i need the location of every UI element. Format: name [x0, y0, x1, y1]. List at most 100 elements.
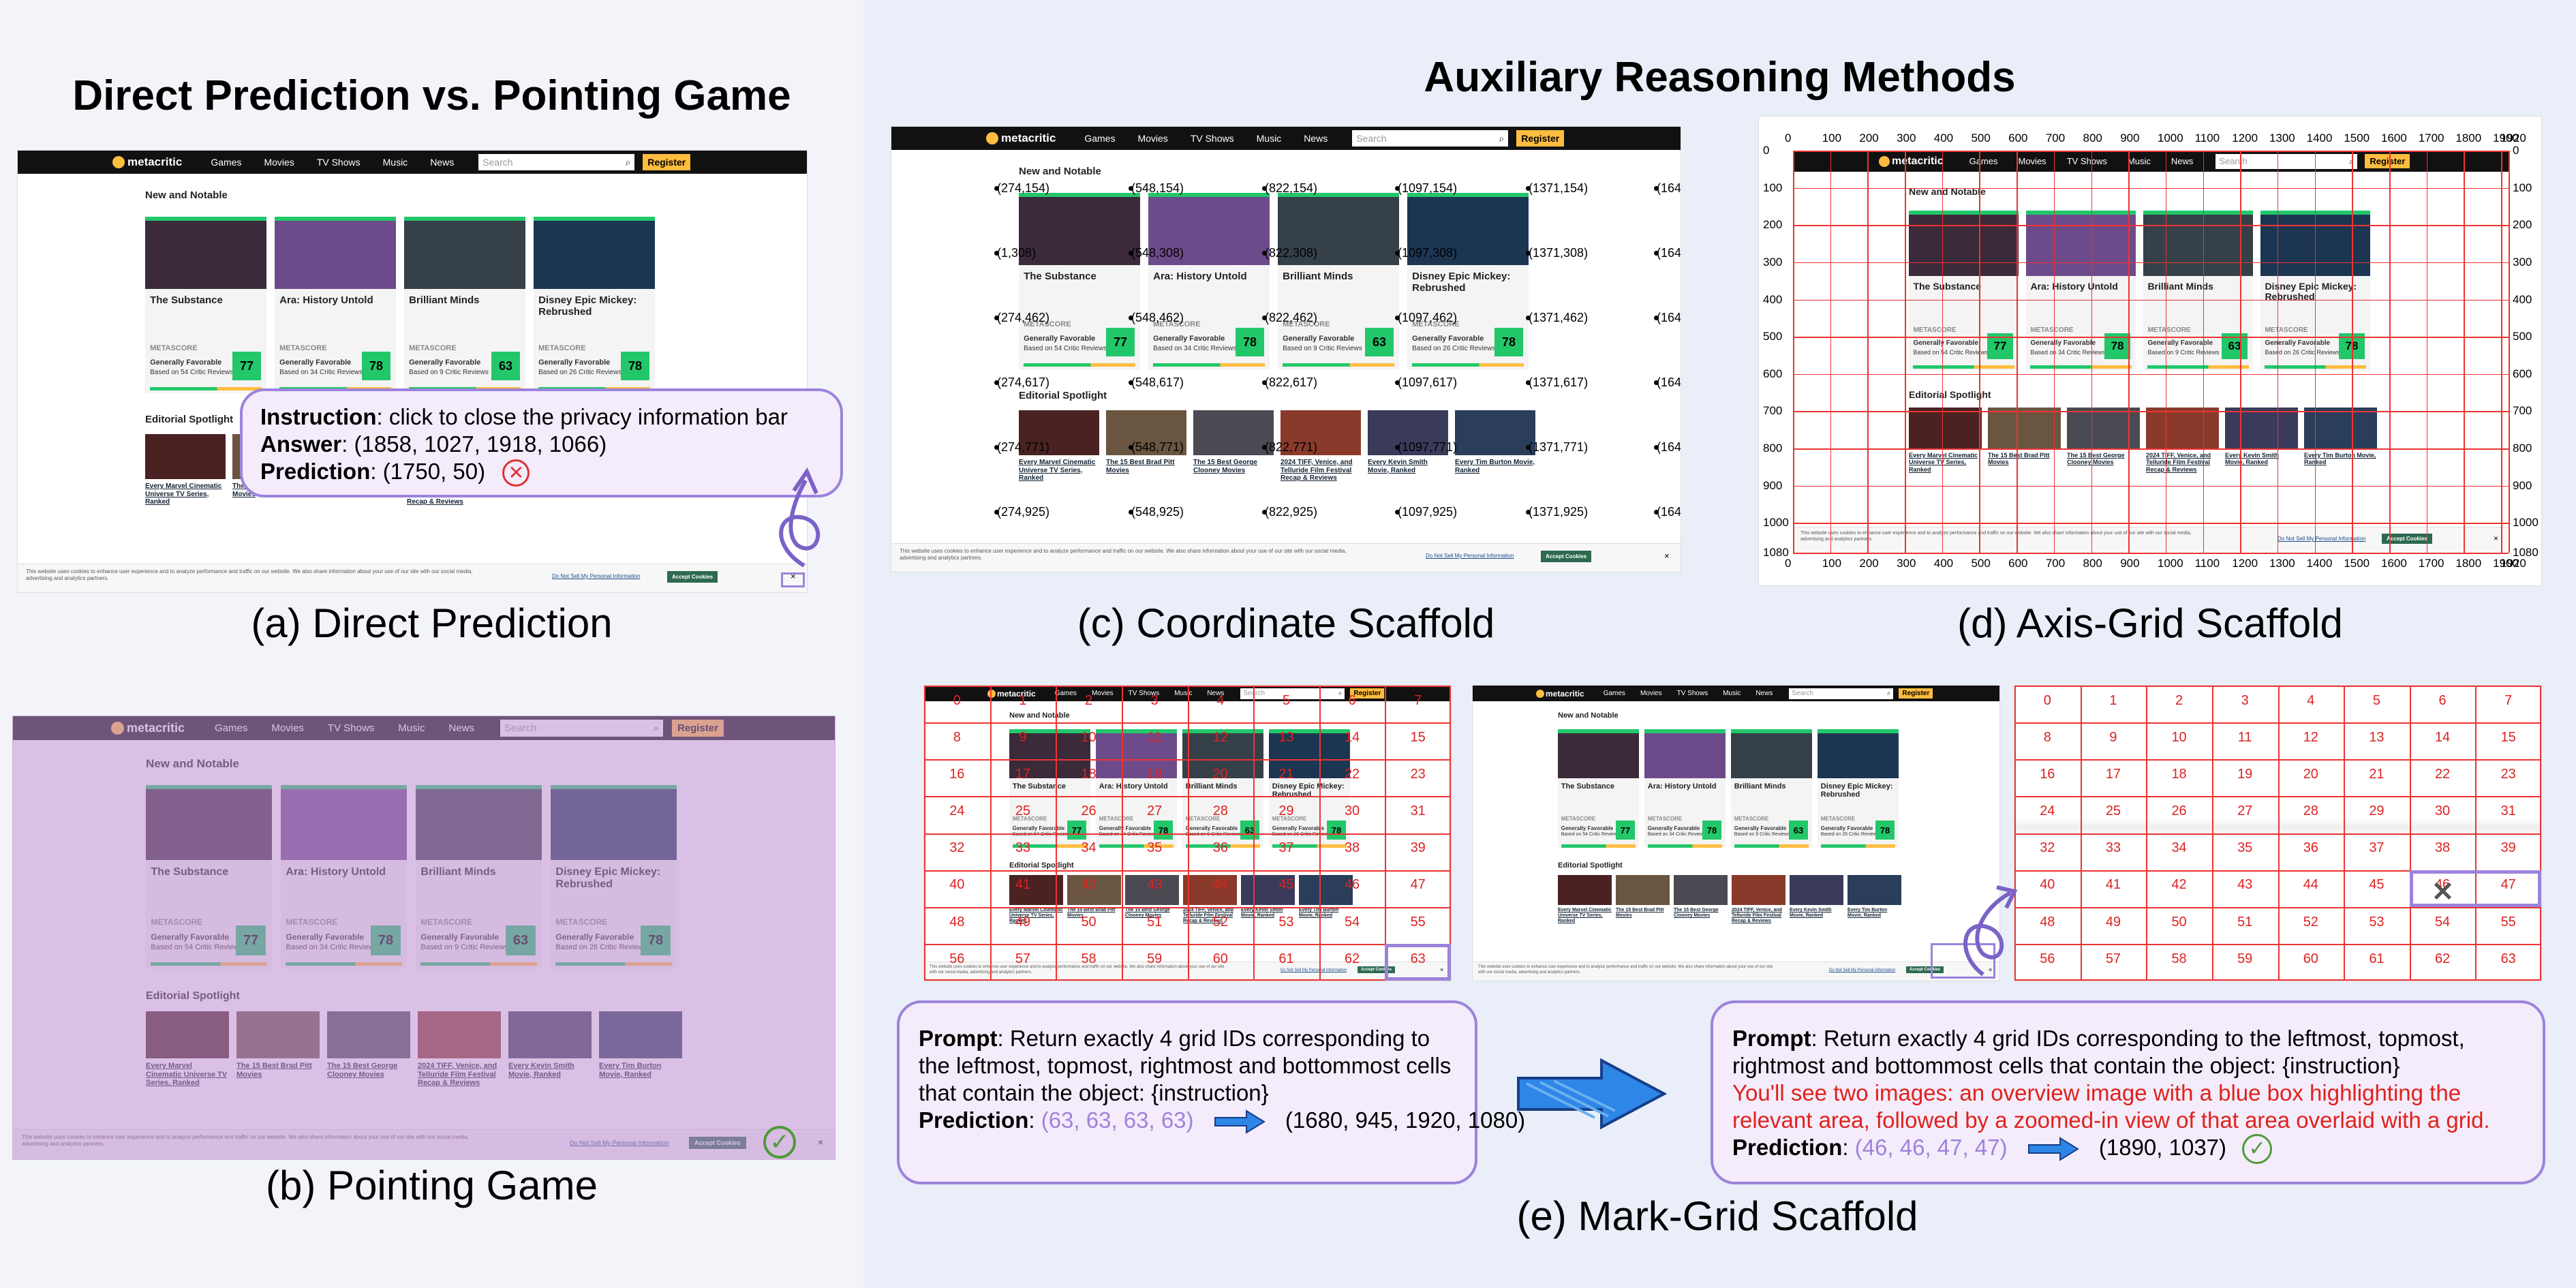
nav-item-music[interactable]: Music — [382, 157, 408, 168]
editorial-title[interactable]: Every Kevin Smith Movie, Ranked — [508, 1062, 574, 1079]
register-button[interactable]: Register — [2365, 154, 2410, 168]
nav-item-games[interactable]: Games — [215, 722, 248, 734]
editorial-item[interactable]: Every Tim Burton Movie, Ranked — [2304, 408, 2377, 489]
editorial-title[interactable]: Every Tim Burton Movie, Ranked — [1455, 459, 1535, 474]
editorial-title[interactable]: The 15 Best Brad Pitt Movies — [236, 1062, 312, 1079]
site-logo[interactable]: metacritic — [1536, 689, 1584, 699]
register-button[interactable]: Register — [1516, 130, 1565, 147]
editorial-item[interactable]: 2024 TIFF, Venice, and Telluride Film Fe… — [418, 1011, 501, 1105]
editorial-title[interactable]: Every Marvel Cinematic Universe TV Serie… — [146, 1062, 228, 1088]
register-button[interactable]: Register — [1899, 688, 1933, 699]
do-not-sell-link[interactable]: Do Not Sell My Personal Information — [2278, 536, 2366, 542]
site-logo[interactable]: metacritic — [987, 689, 1036, 699]
site-logo[interactable]: metacritic — [986, 132, 1056, 145]
accept-cookies-button[interactable]: Accept Cookies — [1358, 966, 1396, 973]
nav-item-tv-shows[interactable]: TV Shows — [1128, 690, 1160, 697]
editorial-item[interactable]: Every Kevin Smith Movie, Ranked — [1241, 875, 1295, 936]
editorial-title[interactable]: Every Marvel Cinematic Universe TV Serie… — [1009, 908, 1063, 924]
nav-item-movies[interactable]: Movies — [264, 157, 294, 168]
nav-item-music[interactable]: Music — [398, 722, 425, 734]
do-not-sell-link[interactable]: Do Not Sell My Personal Information — [1426, 553, 1514, 559]
editorial-title[interactable]: Every Tim Burton Movie, Ranked — [1847, 908, 1888, 919]
nav-item-news[interactable]: News — [2171, 156, 2194, 166]
nav-item-tv-shows[interactable]: TV Shows — [1676, 690, 1708, 697]
nav-item-movies[interactable]: Movies — [271, 722, 304, 734]
editorial-item[interactable]: The 15 Best Brad Pitt Movies — [1616, 875, 1670, 936]
nav-item-news[interactable]: News — [1304, 133, 1328, 144]
nav-item-music[interactable]: Music — [1256, 133, 1282, 144]
editorial-title[interactable]: 2024 TIFF, Venice, and Telluride Film Fe… — [418, 1062, 497, 1088]
editorial-item[interactable]: Every Marvel Cinematic Universe TV Serie… — [1009, 875, 1063, 936]
editorial-title[interactable]: The 15 Best George Clooney Movies — [2067, 452, 2125, 466]
nav-item-movies[interactable]: Movies — [2018, 156, 2046, 166]
nav-item-movies[interactable]: Movies — [1137, 133, 1168, 144]
editorial-title[interactable]: Every Tim Burton Movie, Ranked — [1299, 908, 1339, 919]
close-privacy-button[interactable]: × — [1664, 551, 1670, 561]
search-input[interactable]: Search⌕ — [1789, 688, 1894, 699]
nav-item-games[interactable]: Games — [1603, 690, 1625, 697]
search-input[interactable]: Search⌕ — [500, 720, 663, 737]
editorial-item[interactable]: 2024 TIFF, Venice, and Telluride Film Fe… — [1183, 875, 1237, 936]
nav-item-tv-shows[interactable]: TV Shows — [1190, 133, 1234, 144]
editorial-title[interactable]: Every Kevin Smith Movie, Ranked — [2225, 452, 2280, 466]
editorial-item[interactable]: Every Tim Burton Movie, Ranked — [1299, 875, 1353, 936]
editorial-item[interactable]: The 15 Best Brad Pitt Movies — [1106, 410, 1186, 501]
editorial-title[interactable]: Every Marvel Cinematic Universe TV Serie… — [1558, 908, 1612, 924]
site-logo[interactable]: metacritic — [112, 155, 182, 169]
nav-item-games[interactable]: Games — [1969, 156, 1998, 166]
site-logo[interactable]: metacritic — [111, 721, 185, 735]
register-button[interactable]: Register — [671, 720, 724, 737]
editorial-item[interactable]: 2024 TIFF, Venice, and Telluride Film Fe… — [2146, 408, 2219, 489]
nav-item-music[interactable]: Music — [1174, 690, 1193, 697]
editorial-title[interactable]: The 15 Best George Clooney Movies — [1674, 908, 1719, 919]
editorial-item[interactable]: 2024 TIFF, Venice, and Telluride Film Fe… — [1732, 875, 1785, 936]
nav-item-music[interactable]: Music — [2127, 156, 2151, 166]
do-not-sell-link[interactable]: Do Not Sell My Personal Information — [1829, 968, 1896, 972]
do-not-sell-link[interactable]: Do Not Sell My Personal Information — [1281, 968, 1347, 972]
nav-item-news[interactable]: News — [1207, 690, 1225, 697]
editorial-item[interactable]: Every Tim Burton Movie, Ranked — [599, 1011, 682, 1105]
editorial-item[interactable]: Every Marvel Cinematic Universe TV Serie… — [1019, 410, 1099, 501]
nav-item-tv-shows[interactable]: TV Shows — [327, 722, 375, 734]
register-button[interactable]: Register — [1350, 688, 1385, 699]
editorial-title[interactable]: The 15 Best Brad Pitt Movies — [1106, 459, 1175, 474]
editorial-title[interactable]: Every Tim Burton Movie, Ranked — [599, 1062, 662, 1079]
nav-item-movies[interactable]: Movies — [1091, 690, 1114, 697]
nav-item-news[interactable]: News — [430, 157, 455, 168]
close-privacy-button[interactable]: × — [1989, 966, 1993, 973]
accept-cookies-button[interactable]: Accept Cookies — [667, 571, 718, 583]
editorial-title[interactable]: Every Kevin Smith Movie, Ranked — [1790, 908, 1832, 919]
close-privacy-button[interactable]: × — [2494, 534, 2499, 543]
editorial-title[interactable]: 2024 TIFF, Venice, and Telluride Film Fe… — [2146, 452, 2211, 473]
editorial-item[interactable]: Every Marvel Cinematic Universe TV Serie… — [145, 434, 226, 525]
editorial-item[interactable]: Every Kevin Smith Movie, Ranked — [1790, 875, 1843, 936]
search-input[interactable]: Search⌕ — [1352, 130, 1509, 147]
nav-item-games[interactable]: Games — [1054, 690, 1077, 697]
editorial-title[interactable]: Every Kevin Smith Movie, Ranked — [1241, 908, 1283, 919]
close-privacy-button[interactable]: × — [1440, 966, 1444, 973]
editorial-item[interactable]: Every Marvel Cinematic Universe TV Serie… — [1558, 875, 1612, 936]
editorial-item[interactable]: Every Marvel Cinematic Universe TV Serie… — [1909, 408, 1982, 489]
nav-item-tv-shows[interactable]: TV Shows — [2066, 156, 2107, 166]
editorial-item[interactable]: Every Tim Burton Movie, Ranked — [1455, 410, 1535, 501]
editorial-title[interactable]: The 15 Best Brad Pitt Movies — [1988, 452, 2050, 466]
search-input[interactable]: Search⌕ — [2215, 153, 2358, 169]
